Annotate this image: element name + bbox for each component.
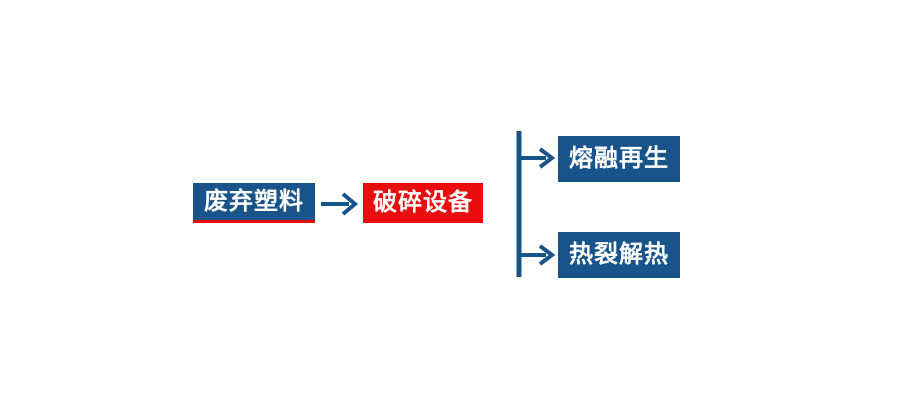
node-crushing-equipment-label: 破碎设备 [373,189,473,216]
arrow-waste-plastic-to-crushing-equipment [318,186,362,222]
arrow-branch-bottom-icon [519,244,556,266]
node-pyrolysis-heat-label: 热裂解热 [569,241,669,268]
node-crushing-equipment[interactable]: 破碎设备 [363,183,483,223]
right-arrow-icon [321,192,359,216]
node-waste-plastic[interactable]: 废弃塑料 [193,183,315,223]
branch-connector [508,124,568,286]
branch-connector-icon [516,131,556,277]
arrow-branch-top-icon [519,147,556,169]
node-melt-regeneration[interactable]: 熔融再生 [558,136,680,182]
node-melt-regeneration-label: 熔融再生 [569,145,669,172]
node-pyrolysis-heat[interactable]: 热裂解热 [558,232,680,278]
node-waste-plastic-label: 废弃塑料 [204,187,304,215]
